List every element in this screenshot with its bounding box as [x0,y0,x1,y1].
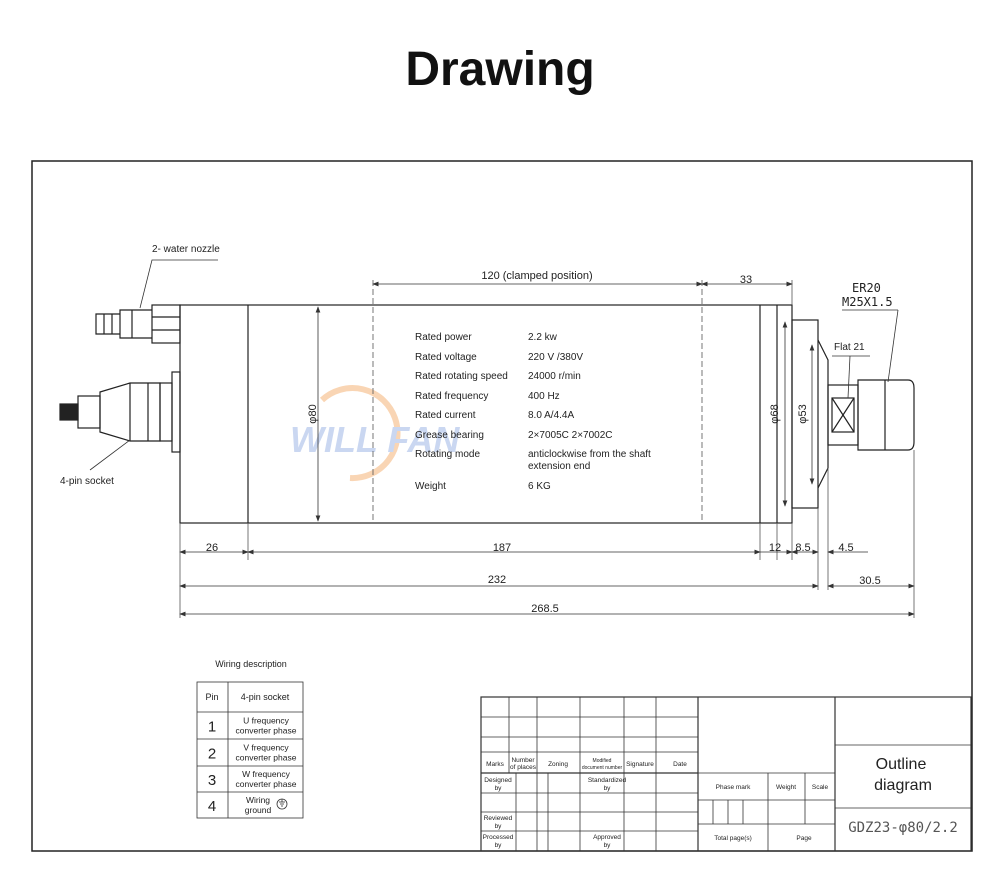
spec-label: Rated voltage [415,352,477,363]
spec-label: Rated rotating speed [415,371,508,382]
spec-value: anticlockwise from the shaft [528,449,651,460]
ground-icon [276,798,288,810]
tb-document-number: document number [582,765,623,771]
wiring-desc-line1: Wiring [246,795,270,805]
tb-standardized-by: by [604,785,612,792]
spec-label: Rotating mode [415,449,480,460]
spec-list: Rated power 2.2 kw Rated voltage 220 V /380… [415,332,651,492]
spec-value: 2.2 kw [528,332,558,343]
spec-label: Rated power [415,332,472,343]
spec-value: 8.0 A/4.4A [528,410,574,421]
spec-value: 6 KG [528,481,551,492]
tb-approved: Approved [593,834,621,841]
dim-8-5: 8.5 [795,542,810,554]
tb-reviewed: Reviewed [484,815,513,822]
water-nozzle-label: 2- water nozzle [152,244,220,255]
tb-reviewed-by: by [495,823,503,830]
spindle-rear [59,304,181,453]
tb-designed: Designed [484,777,512,784]
tb-of-places: of places [510,764,537,771]
dim-dia80: φ80 [307,404,319,423]
tb-date: Date [673,761,687,768]
spec-label: Rated frequency [415,391,488,402]
spec-value: 2×7005C 2×7002C [528,430,613,441]
wiring-desc-line1: V frequency [243,743,289,753]
tb-modified: Modified [593,758,612,764]
dim-dia68: φ68 [769,404,781,423]
wiring-title: Wiring description [215,659,287,669]
tb-processed-by: by [495,842,503,849]
wiring-table [196,681,304,819]
tb-approved-by: by [604,842,612,849]
socket-label: 4-pin socket [60,476,114,487]
wiring-header-socket: 4-pin socket [241,692,290,702]
wiring-desc-line2: converter phase [236,779,297,789]
tb-phase-mark: Phase mark [716,784,751,791]
wiring-desc-line1: U frequency [243,716,290,726]
title-block [480,696,972,852]
dim-232: 232 [488,574,506,586]
dim-clamped: 120 (clamped position) [481,270,592,282]
spec-label: Grease bearing [415,430,484,441]
wiring-desc-line1: W frequency [242,769,290,779]
tb-diagram: diagram [874,777,932,794]
spec-value: 400 Hz [528,391,560,402]
dim-dia53: φ53 [797,404,809,423]
wiring-desc-line2: converter phase [236,753,297,763]
dim-30-5: 30.5 [859,575,880,587]
spindle-body [179,304,915,524]
dimension-lines [89,259,915,617]
collet-thread-label: M25X1.5 [842,295,893,309]
spec-label: Weight [415,481,446,492]
dim-12: 12 [769,542,781,554]
tb-standardized: Standardized [588,777,627,784]
tb-signature: Signature [626,761,654,768]
tb-marks: Marks [486,761,504,768]
drawing-frame [31,160,973,852]
spec-value: 220 V /380V [528,352,583,363]
wiring-pin: 2 [208,746,216,763]
tb-model: GDZ23-φ80/2.2 [848,820,958,836]
flat-label: Flat 21 [834,342,865,353]
tb-outline: Outline [876,756,927,773]
tb-zoning: Zoning [548,761,568,768]
tb-page: Page [796,835,812,842]
wiring-pin: 1 [208,719,216,736]
spec-label: Rated current [415,410,476,421]
wiring-header-pin: Pin [205,692,218,702]
spec-value-continued: extension end [528,461,590,472]
wiring-pin: 4 [208,798,216,815]
spec-value: 24000 r/min [528,371,581,382]
tb-number: Number [511,757,535,764]
wiring-pin: 3 [208,772,216,789]
dim-187: 187 [493,542,511,554]
dim-33: 33 [740,274,752,286]
wiring-desc-line2: converter phase [236,726,297,736]
collet-type-label: ER20 [852,281,881,295]
tb-scale: Scale [812,784,829,791]
page-title: Drawing [405,43,595,96]
dim-26: 26 [206,542,218,554]
dim-268-5: 268.5 [531,603,559,615]
dim-4-5: 4.5 [838,542,853,554]
tb-weight: Weight [776,784,796,791]
tb-designed-by: by [495,785,503,792]
wiring-desc-line2: ground [245,805,272,815]
tb-processed: Processed [483,834,514,841]
tb-total-pages: Total page(s) [714,835,752,842]
